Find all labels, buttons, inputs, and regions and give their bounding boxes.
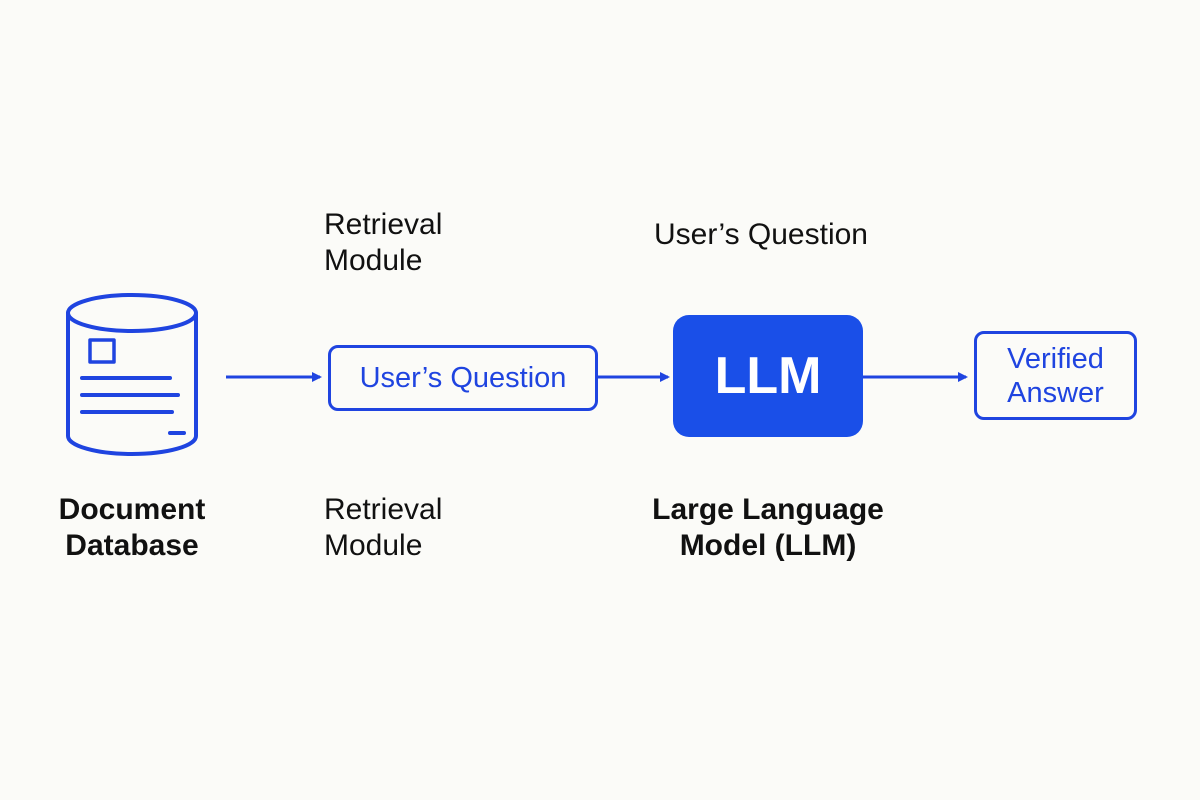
users-question-label-top: User’s Question — [654, 218, 868, 251]
large-language-model-label: Large Language Model (LLM) — [652, 493, 884, 562]
users-question-node: User’s Question — [328, 345, 598, 411]
retrieval-module-label-bottom: Retrieval Module — [324, 493, 443, 562]
document-database-label: Document Database — [58, 493, 206, 562]
verified-answer-node: Verified Answer — [974, 331, 1137, 420]
database-icon — [66, 293, 198, 456]
retrieval-module-label-top: Retrieval Module — [324, 208, 443, 277]
llm-node: LLM — [673, 315, 863, 437]
